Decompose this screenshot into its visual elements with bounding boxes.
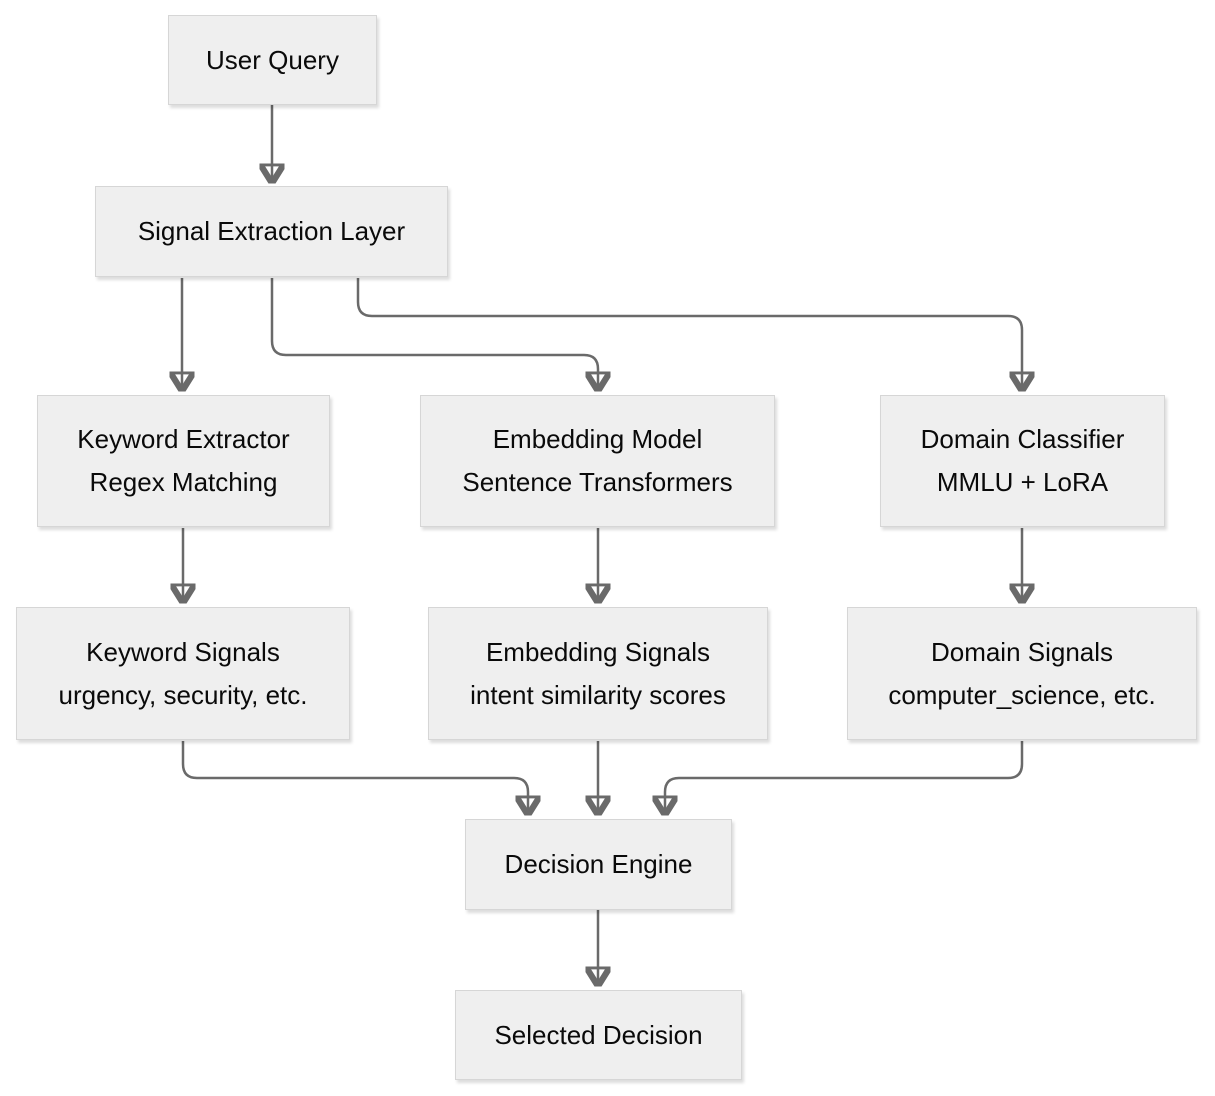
node-embedding-model: Embedding Model Sentence Transformers: [420, 395, 775, 527]
edge-keyword-signals-to-decision-engine: [181, 741, 528, 814]
node-selected-decision: Selected Decision: [455, 990, 742, 1080]
node-embedding-signals: Embedding Signals intent similarity scor…: [428, 607, 768, 740]
node-decision-engine: Decision Engine: [465, 819, 732, 910]
node-keyword-extractor-subtitle: Regex Matching: [89, 467, 278, 497]
node-domain-classifier-title: Domain Classifier: [920, 424, 1125, 454]
node-signal-extraction-layer: Signal Extraction Layer: [95, 186, 448, 277]
node-keyword-signals-title: Keyword Signals: [86, 636, 280, 667]
node-keyword-extractor: Keyword Extractor Regex Matching: [37, 395, 330, 527]
edge-signal-extraction-to-embedding-model: [270, 278, 598, 390]
node-user-query-label: User Query: [206, 44, 339, 75]
node-embedding-signals-title: Embedding Signals: [485, 636, 711, 667]
node-decision-engine-label: Decision Engine: [504, 849, 693, 879]
node-keyword-signals: Keyword Signals urgency, security, etc.: [16, 607, 350, 740]
node-embedding-model-title: Embedding Model: [492, 424, 703, 454]
node-keyword-signals-subtitle: urgency, security, etc.: [58, 679, 308, 710]
node-domain-classifier-subtitle: MMLU + LoRA: [936, 467, 1109, 497]
node-selected-decision-label: Selected Decision: [494, 1019, 703, 1050]
node-signal-extraction-layer-label: Signal Extraction Layer: [137, 216, 406, 246]
node-embedding-model-subtitle: Sentence Transformers: [462, 467, 733, 497]
node-domain-classifier: Domain Classifier MMLU + LoRA: [880, 395, 1165, 527]
node-embedding-signals-subtitle: intent similarity scores: [470, 679, 726, 710]
node-user-query: User Query: [168, 15, 377, 105]
node-domain-signals-title: Domain Signals: [930, 636, 1114, 667]
node-keyword-extractor-title: Keyword Extractor: [77, 424, 290, 454]
edge-signal-extraction-to-domain-classifier: [356, 278, 1022, 390]
edge-domain-signals-to-decision-engine: [665, 741, 1024, 814]
node-domain-signals-subtitle: computer_science, etc.: [888, 679, 1156, 710]
node-domain-signals: Domain Signals computer_science, etc.: [847, 607, 1197, 740]
